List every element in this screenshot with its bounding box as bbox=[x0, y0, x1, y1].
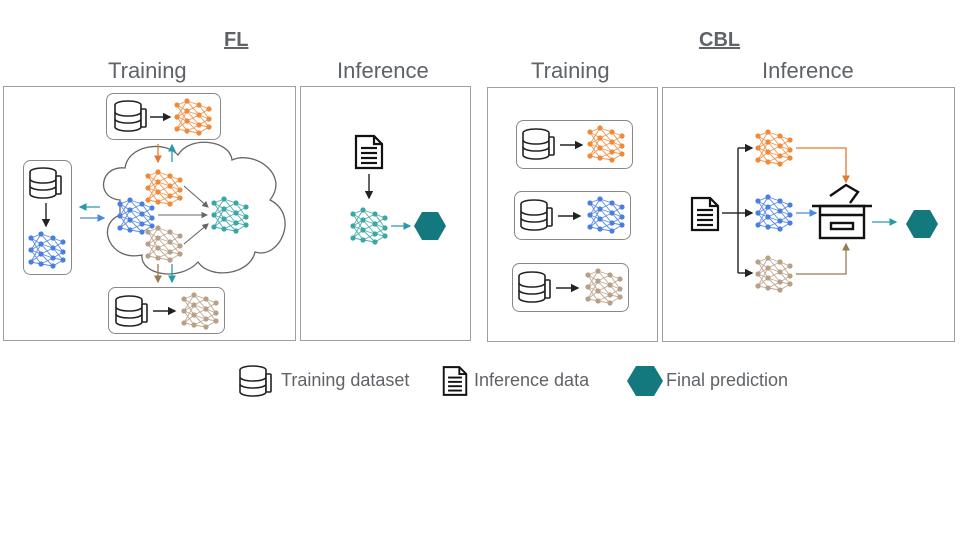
hexagon-icon bbox=[627, 366, 663, 396]
neural-net-icon bbox=[754, 128, 794, 168]
database-icon bbox=[239, 365, 272, 397]
fl-inference-panel bbox=[300, 86, 471, 341]
document-icon bbox=[354, 134, 384, 170]
database-icon bbox=[29, 167, 62, 199]
fl-title: FL bbox=[224, 29, 249, 51]
neural-net-icon bbox=[754, 193, 794, 233]
hexagon-icon bbox=[906, 210, 938, 238]
document-icon bbox=[690, 196, 720, 232]
cbl-training-label: Training bbox=[531, 58, 610, 83]
legend-final-prediction: Final prediction bbox=[666, 370, 789, 390]
cbl-title: CBL bbox=[699, 29, 741, 51]
neural-net-icon bbox=[754, 254, 794, 294]
database-icon bbox=[114, 100, 147, 132]
legend-training-dataset: Training dataset bbox=[281, 370, 410, 390]
cbl-inference-label: Inference bbox=[762, 58, 854, 83]
cbl-inference-panel bbox=[662, 87, 955, 342]
ballot-box-icon bbox=[812, 183, 872, 240]
document-icon bbox=[442, 366, 468, 396]
legend-inference-data: Inference data bbox=[474, 370, 590, 390]
database-icon bbox=[115, 295, 148, 327]
database-icon bbox=[522, 128, 555, 160]
neural-net-icon bbox=[349, 206, 389, 246]
database-icon bbox=[518, 271, 551, 303]
cbl-training-panel bbox=[487, 87, 658, 342]
hexagon-icon bbox=[414, 212, 446, 240]
fl-training-panel bbox=[3, 86, 296, 341]
fl-inference-label: Inference bbox=[337, 58, 429, 83]
fl-training-label: Training bbox=[108, 58, 187, 83]
database-icon bbox=[520, 199, 553, 231]
